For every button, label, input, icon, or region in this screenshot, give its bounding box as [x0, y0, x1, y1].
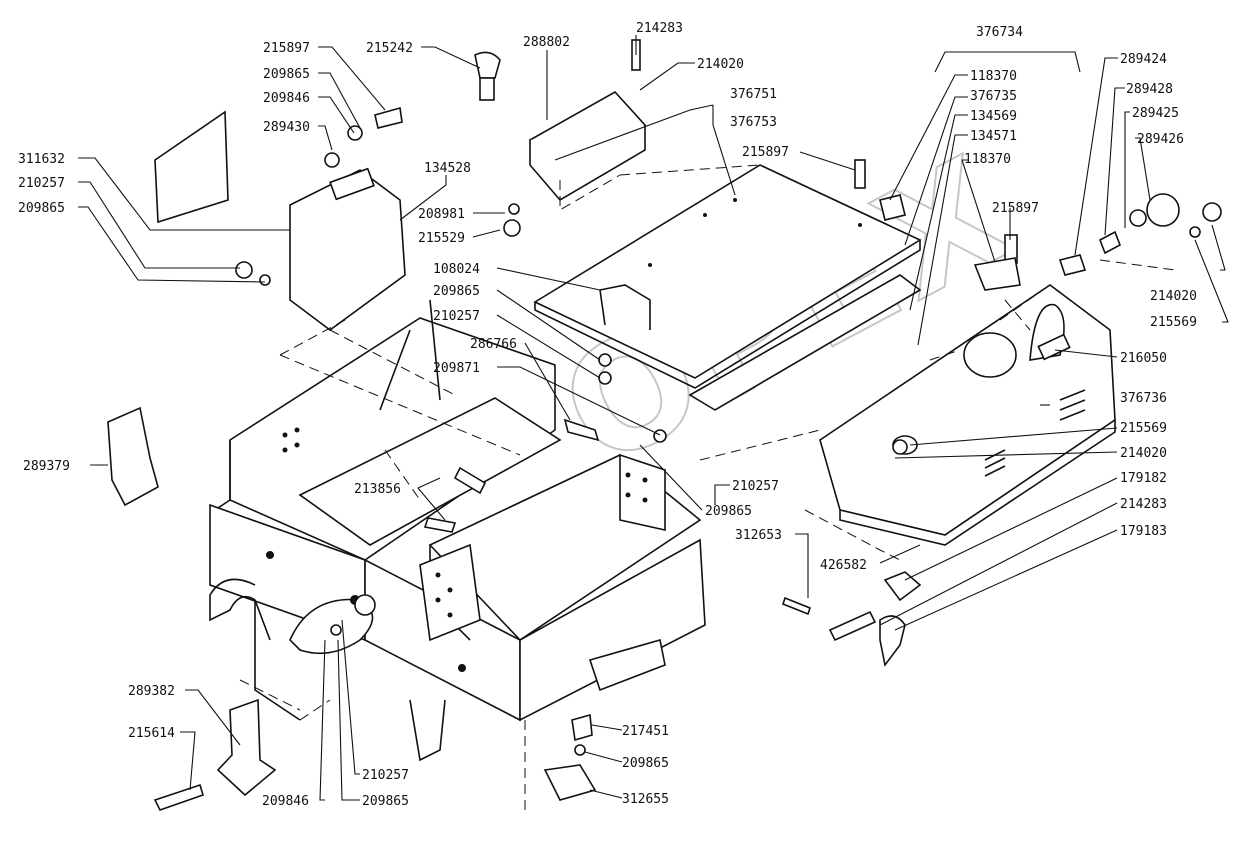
label-312655: 312655	[622, 792, 669, 807]
label-210257-b: 210257	[433, 309, 480, 324]
label-210257-d: 210257	[362, 768, 409, 783]
label-215897-top: 215897	[263, 41, 310, 56]
seat-bracket	[289, 152, 406, 331]
label-214020-top: 214020	[697, 57, 744, 72]
label-213856: 213856	[354, 482, 401, 497]
label-376751: 376751	[730, 87, 777, 102]
label-108024: 108024	[433, 262, 480, 277]
side-panel-311632	[154, 110, 229, 224]
main-frame	[209, 299, 706, 762]
label-289425: 289425	[1132, 106, 1179, 121]
part-labels: 215897 215242 288802 214283 214020 37673…	[18, 21, 1197, 809]
label-214283-bottom: 214283	[1120, 497, 1167, 512]
label-134528: 134528	[424, 161, 471, 176]
bracket-289382	[216, 698, 277, 797]
label-289426: 289426	[1137, 132, 1184, 147]
label-209865-b: 209865	[18, 201, 65, 216]
label-210257-c: 210257	[732, 479, 779, 494]
label-118370-b: 118370	[964, 152, 1011, 167]
label-376753: 376753	[730, 115, 777, 130]
label-289379: 289379	[23, 459, 70, 474]
bracket-289379	[107, 406, 159, 507]
label-215242: 215242	[366, 41, 413, 56]
label-214020-mid: 214020	[1120, 446, 1167, 461]
label-288802: 288802	[523, 35, 570, 50]
label-215529: 215529	[418, 231, 465, 246]
label-209865-e: 209865	[622, 756, 669, 771]
label-209865-c: 209865	[433, 284, 480, 299]
label-289424: 289424	[1120, 52, 1167, 67]
label-214283-top: 214283	[636, 21, 683, 36]
label-209865-d: 209865	[705, 504, 752, 519]
label-215569-mid: 215569	[1120, 421, 1167, 436]
label-209871: 209871	[433, 361, 480, 376]
label-118370-a: 118370	[970, 69, 1017, 84]
label-286766: 286766	[470, 337, 517, 352]
small-hardware	[153, 39, 1222, 811]
label-311632: 311632	[18, 152, 65, 167]
label-215897-mid: 215897	[742, 145, 789, 160]
label-426582: 426582	[820, 558, 867, 573]
label-215897-right: 215897	[992, 201, 1039, 216]
label-214020-right: 214020	[1150, 289, 1197, 304]
label-209846-a: 209846	[263, 91, 310, 106]
leader-lines	[78, 35, 1229, 801]
label-209865-f: 209865	[362, 794, 409, 809]
tool-box	[528, 90, 647, 202]
label-216050: 216050	[1120, 351, 1167, 366]
floor-plate	[533, 164, 922, 411]
label-209865-a: 209865	[263, 67, 310, 82]
label-210257-a: 210257	[18, 176, 65, 191]
label-376736: 376736	[1120, 391, 1167, 406]
label-134569: 134569	[970, 109, 1017, 124]
label-312653: 312653	[735, 528, 782, 543]
lever-108024	[599, 284, 651, 330]
label-289430: 289430	[263, 120, 310, 135]
label-208981: 208981	[418, 207, 465, 222]
label-134571: 134571	[970, 129, 1017, 144]
label-179182: 179182	[1120, 471, 1167, 486]
label-376735: 376735	[970, 89, 1017, 104]
label-215614: 215614	[128, 726, 175, 741]
label-215569-right: 215569	[1150, 315, 1197, 330]
label-209846-b: 209846	[262, 794, 309, 809]
label-289382: 289382	[128, 684, 175, 699]
label-289428: 289428	[1126, 82, 1173, 97]
label-217451: 217451	[622, 724, 669, 739]
label-376734: 376734	[976, 25, 1023, 40]
label-179183: 179183	[1120, 524, 1167, 539]
